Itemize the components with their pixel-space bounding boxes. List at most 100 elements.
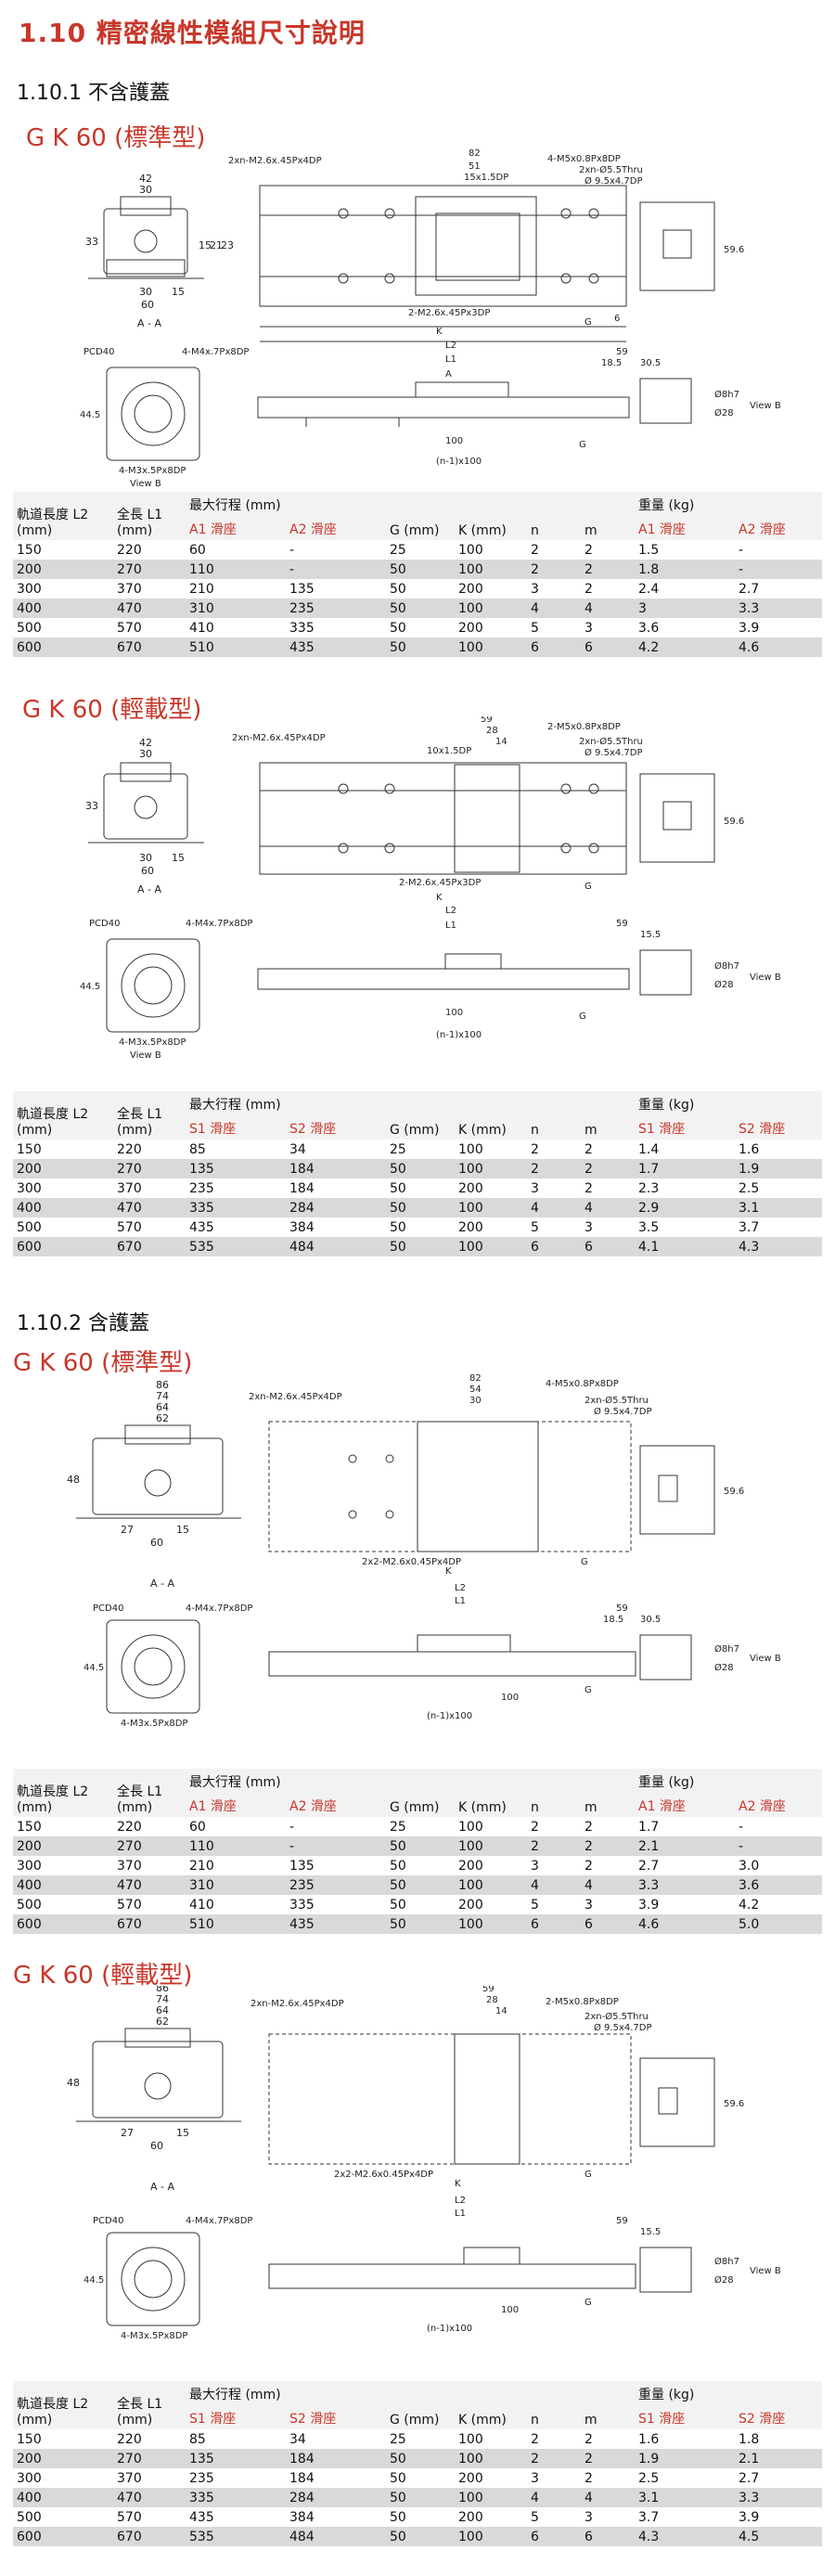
table-cell: 100 bbox=[455, 540, 527, 560]
svg-text:15: 15 bbox=[172, 286, 185, 298]
svg-text:2xn-Ø5.5Thru: 2xn-Ø5.5Thru bbox=[579, 736, 643, 747]
svg-text:59.6: 59.6 bbox=[724, 2099, 744, 2109]
table-cell: 200 bbox=[13, 1159, 113, 1179]
table-cell: 100 bbox=[455, 1237, 527, 1256]
svg-text:60: 60 bbox=[150, 2140, 163, 2152]
svg-text:100: 100 bbox=[501, 2305, 519, 2315]
svg-text:4-M4x.7Px8DP: 4-M4x.7Px8DP bbox=[182, 347, 249, 357]
table-cell: 3.3 bbox=[735, 599, 822, 618]
svg-text:K: K bbox=[436, 893, 443, 903]
table-cell: 135 bbox=[286, 1856, 386, 1875]
table-cell: 50 bbox=[386, 579, 455, 599]
table-cell: - bbox=[286, 560, 386, 579]
svg-text:59: 59 bbox=[616, 2216, 628, 2226]
table-cell: 600 bbox=[13, 1237, 113, 1256]
svg-text:4-M3x.5Px8DP: 4-M3x.5Px8DP bbox=[121, 2331, 187, 2341]
table-cell: 2 bbox=[527, 1140, 581, 1159]
svg-text:L2: L2 bbox=[455, 2196, 466, 2206]
table-cell: 100 bbox=[455, 1198, 527, 1217]
svg-text:A: A bbox=[445, 369, 452, 380]
table-cell: 3.7 bbox=[735, 1217, 822, 1237]
svg-text:L2: L2 bbox=[445, 341, 456, 351]
table-cell: 110 bbox=[186, 1836, 286, 1856]
table-cell: 2.7 bbox=[735, 2468, 822, 2488]
table-cell: 220 bbox=[113, 1140, 186, 1159]
svg-text:74: 74 bbox=[156, 1993, 169, 2005]
table-cell: 150 bbox=[13, 1817, 113, 1836]
svg-text:18.5: 18.5 bbox=[603, 1615, 623, 1625]
svg-text:K: K bbox=[436, 327, 443, 337]
svg-text:4-M4x.7Px8DP: 4-M4x.7Px8DP bbox=[186, 919, 252, 929]
svg-text:28: 28 bbox=[486, 1995, 498, 2005]
table-cell: 335 bbox=[186, 1198, 286, 1217]
svg-text:59: 59 bbox=[616, 1604, 628, 1614]
table-cell: - bbox=[735, 1817, 822, 1836]
table-cell: 2 bbox=[581, 579, 635, 599]
table-cell: 500 bbox=[13, 618, 113, 638]
svg-text:100: 100 bbox=[445, 436, 463, 446]
table-cell: 85 bbox=[186, 2429, 286, 2449]
table-cell: 535 bbox=[186, 2527, 286, 2546]
table-cell: 200 bbox=[13, 560, 113, 579]
table-cell: 4.5 bbox=[735, 2527, 822, 2546]
table-cell: - bbox=[735, 540, 822, 560]
table-cell: 150 bbox=[13, 2429, 113, 2449]
table-cell: 500 bbox=[13, 1217, 113, 1237]
table-cell: 34 bbox=[286, 1140, 386, 1159]
svg-text:14: 14 bbox=[495, 737, 507, 747]
table-cell: 50 bbox=[386, 1217, 455, 1237]
table-cell: 384 bbox=[286, 1217, 386, 1237]
table-cell: 270 bbox=[113, 2449, 186, 2468]
svg-text:G: G bbox=[579, 440, 586, 450]
spec-table-3: 軌道長度 L2 (mm) 全長 L1 (mm) 最大行程 (mm) G (mm)… bbox=[13, 1769, 822, 1934]
svg-text:44.5: 44.5 bbox=[80, 982, 100, 992]
table-cell: 50 bbox=[386, 599, 455, 618]
table-cell: 2 bbox=[581, 1159, 635, 1179]
svg-text:2-M5x0.8Px8DP: 2-M5x0.8Px8DP bbox=[546, 1997, 619, 2007]
table-cell: 50 bbox=[386, 560, 455, 579]
table-cell: 100 bbox=[455, 1875, 527, 1895]
table-cell: 4.2 bbox=[735, 1895, 822, 1914]
table-cell: 570 bbox=[113, 1217, 186, 1237]
table-cell: 184 bbox=[286, 1179, 386, 1198]
table-cell: 2 bbox=[527, 540, 581, 560]
svg-text:G: G bbox=[584, 317, 592, 328]
table-cell: 600 bbox=[13, 1914, 113, 1934]
table-cell: 570 bbox=[113, 1895, 186, 1914]
table-cell: 150 bbox=[13, 1140, 113, 1159]
table-cell: 510 bbox=[186, 1914, 286, 1934]
table-cell: 335 bbox=[286, 618, 386, 638]
svg-text:4-M4x.7Px8DP: 4-M4x.7Px8DP bbox=[186, 2216, 252, 2226]
dim-42: 42 bbox=[139, 173, 152, 185]
svg-text:30: 30 bbox=[139, 748, 152, 760]
table-cell: 2 bbox=[581, 2449, 635, 2468]
table-cell: 110 bbox=[186, 560, 286, 579]
table-cell: 435 bbox=[186, 1217, 286, 1237]
svg-text:60: 60 bbox=[141, 299, 154, 311]
svg-text:100: 100 bbox=[501, 1693, 519, 1703]
svg-text:2-M2.6x.45Px3DP: 2-M2.6x.45Px3DP bbox=[399, 878, 481, 888]
table-cell: 2 bbox=[581, 1140, 635, 1159]
svg-text:2xn-Ø5.5Thru: 2xn-Ø5.5Thru bbox=[579, 164, 643, 175]
svg-text:PCD40: PCD40 bbox=[89, 919, 120, 929]
table-cell: 3.6 bbox=[635, 618, 735, 638]
table-cell: 25 bbox=[386, 540, 455, 560]
table-cell: - bbox=[286, 1817, 386, 1836]
table-cell: 1.4 bbox=[635, 1140, 735, 1159]
svg-text:30: 30 bbox=[139, 852, 152, 864]
svg-text:59: 59 bbox=[481, 716, 493, 725]
drawing-light-cover: 86 74 64 62 48 27 15 60 A - A 2xn-M2.6x.… bbox=[67, 1986, 781, 2341]
table-cell: 570 bbox=[113, 2507, 186, 2527]
table-cell: 435 bbox=[186, 2507, 286, 2527]
svg-text:2xn-M2.6x.45Px4DP: 2xn-M2.6x.45Px4DP bbox=[228, 156, 322, 166]
svg-text:30: 30 bbox=[139, 184, 152, 196]
table-cell: 3.3 bbox=[635, 1875, 735, 1895]
table-cell: 3 bbox=[527, 1856, 581, 1875]
svg-text:15x1.5DP: 15x1.5DP bbox=[464, 173, 508, 183]
